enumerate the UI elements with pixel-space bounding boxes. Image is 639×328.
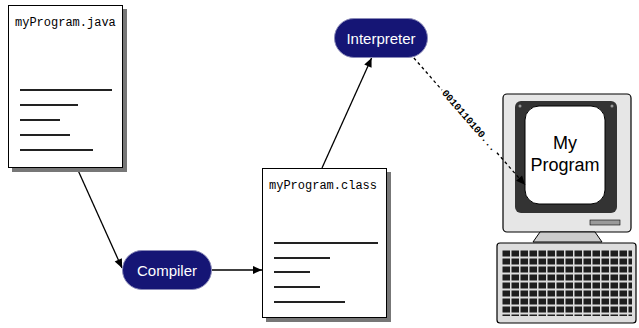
flow-arrow bbox=[322, 58, 372, 168]
arrowhead bbox=[115, 258, 122, 268]
node-label: myProgram.class bbox=[269, 179, 377, 193]
class-file-lines bbox=[274, 243, 378, 302]
monitor-screen: My Program bbox=[525, 110, 605, 198]
connector-line bbox=[414, 58, 525, 185]
compiler-step: Compiler bbox=[122, 250, 212, 290]
flow-arrow bbox=[212, 266, 262, 274]
arrowhead bbox=[516, 175, 525, 184]
arrowhead bbox=[253, 266, 262, 274]
node-label: myProgram.java bbox=[15, 16, 116, 30]
connector-line bbox=[322, 58, 372, 168]
source-file: myProgram.java bbox=[8, 5, 123, 168]
binary-code-label: 0010110100... bbox=[438, 87, 500, 156]
data-stream-arrow bbox=[414, 58, 525, 185]
node-label: Interpreter bbox=[346, 30, 415, 47]
arrowhead bbox=[364, 58, 371, 68]
class-file: myProgram.class bbox=[262, 168, 387, 318]
flow-arrow bbox=[77, 168, 122, 268]
source-file-lines bbox=[20, 90, 112, 150]
node-label: Compiler bbox=[137, 262, 197, 279]
node-label: My Program bbox=[525, 132, 605, 177]
interpreter-step: Interpreter bbox=[334, 18, 428, 58]
connector-line bbox=[77, 168, 122, 268]
computer-illustration bbox=[497, 94, 636, 323]
